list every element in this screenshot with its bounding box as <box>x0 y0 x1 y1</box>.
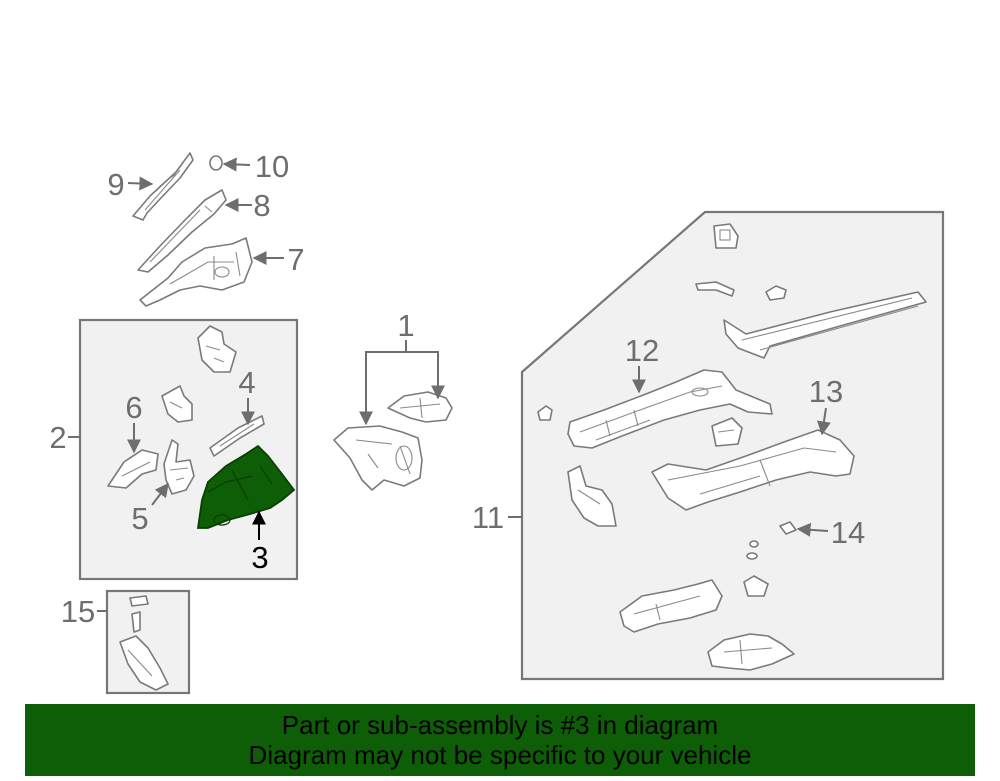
part-4-strip[interactable] <box>209 415 265 457</box>
callout-11: 11 <box>472 500 504 535</box>
callout-3: 3 <box>251 540 268 575</box>
part-1-bracket[interactable] <box>387 391 453 423</box>
info-banner: Part or sub-assembly is #3 in diagram Di… <box>25 704 975 776</box>
callout-13: 13 <box>809 374 843 409</box>
callout-7: 7 <box>287 242 304 277</box>
part-floor-bracket[interactable] <box>707 633 795 671</box>
part-10-clip[interactable] <box>209 155 223 171</box>
part-12-frame-rail[interactable] <box>567 369 773 449</box>
part-1-wheelhouse[interactable] <box>333 425 423 491</box>
callout-9: 9 <box>107 167 124 202</box>
part-7-apron[interactable] <box>139 237 253 307</box>
part-5-brace[interactable] <box>163 439 195 495</box>
callout-12: 12 <box>625 333 659 368</box>
part-3-wheelhouse-highlighted[interactable] <box>196 444 296 529</box>
part-curved-strip[interactable] <box>695 281 735 297</box>
banner-line-2: Diagram may not be specific to your vehi… <box>248 740 752 770</box>
banner-line-1: Part or sub-assembly is #3 in diagram <box>281 710 719 740</box>
callout-4: 4 <box>238 365 255 400</box>
callout-10: 10 <box>255 149 289 184</box>
part-small-bracket-mid[interactable] <box>711 417 743 447</box>
callout-6: 6 <box>125 390 142 425</box>
part-top-bracket[interactable] <box>197 325 237 373</box>
part-13-frame-rail[interactable] <box>651 429 855 511</box>
part-6-support[interactable] <box>107 449 159 489</box>
part-small-clip[interactable] <box>765 285 787 301</box>
callout-2: 2 <box>49 420 66 455</box>
callout-1: 1 <box>397 308 414 343</box>
part-gusset[interactable] <box>567 465 617 527</box>
leader-lines <box>68 157 831 612</box>
callout-14: 14 <box>831 515 865 550</box>
callout-5: 5 <box>131 501 148 536</box>
part-6-bracket[interactable] <box>161 385 193 423</box>
part-15-bolt[interactable] <box>129 595 149 633</box>
callout-15: 15 <box>61 594 95 629</box>
part-15-bracket[interactable] <box>119 635 169 691</box>
part-14-clip[interactable] <box>779 521 797 535</box>
part-side-sill[interactable] <box>723 291 927 359</box>
part-small-pieces[interactable] <box>743 540 769 597</box>
part-9-bracket[interactable] <box>132 152 194 221</box>
part-small-bracket-top[interactable] <box>713 223 739 249</box>
part-lower-rail[interactable] <box>619 579 723 633</box>
callout-8: 8 <box>253 188 270 223</box>
part-grommet[interactable] <box>537 405 553 421</box>
